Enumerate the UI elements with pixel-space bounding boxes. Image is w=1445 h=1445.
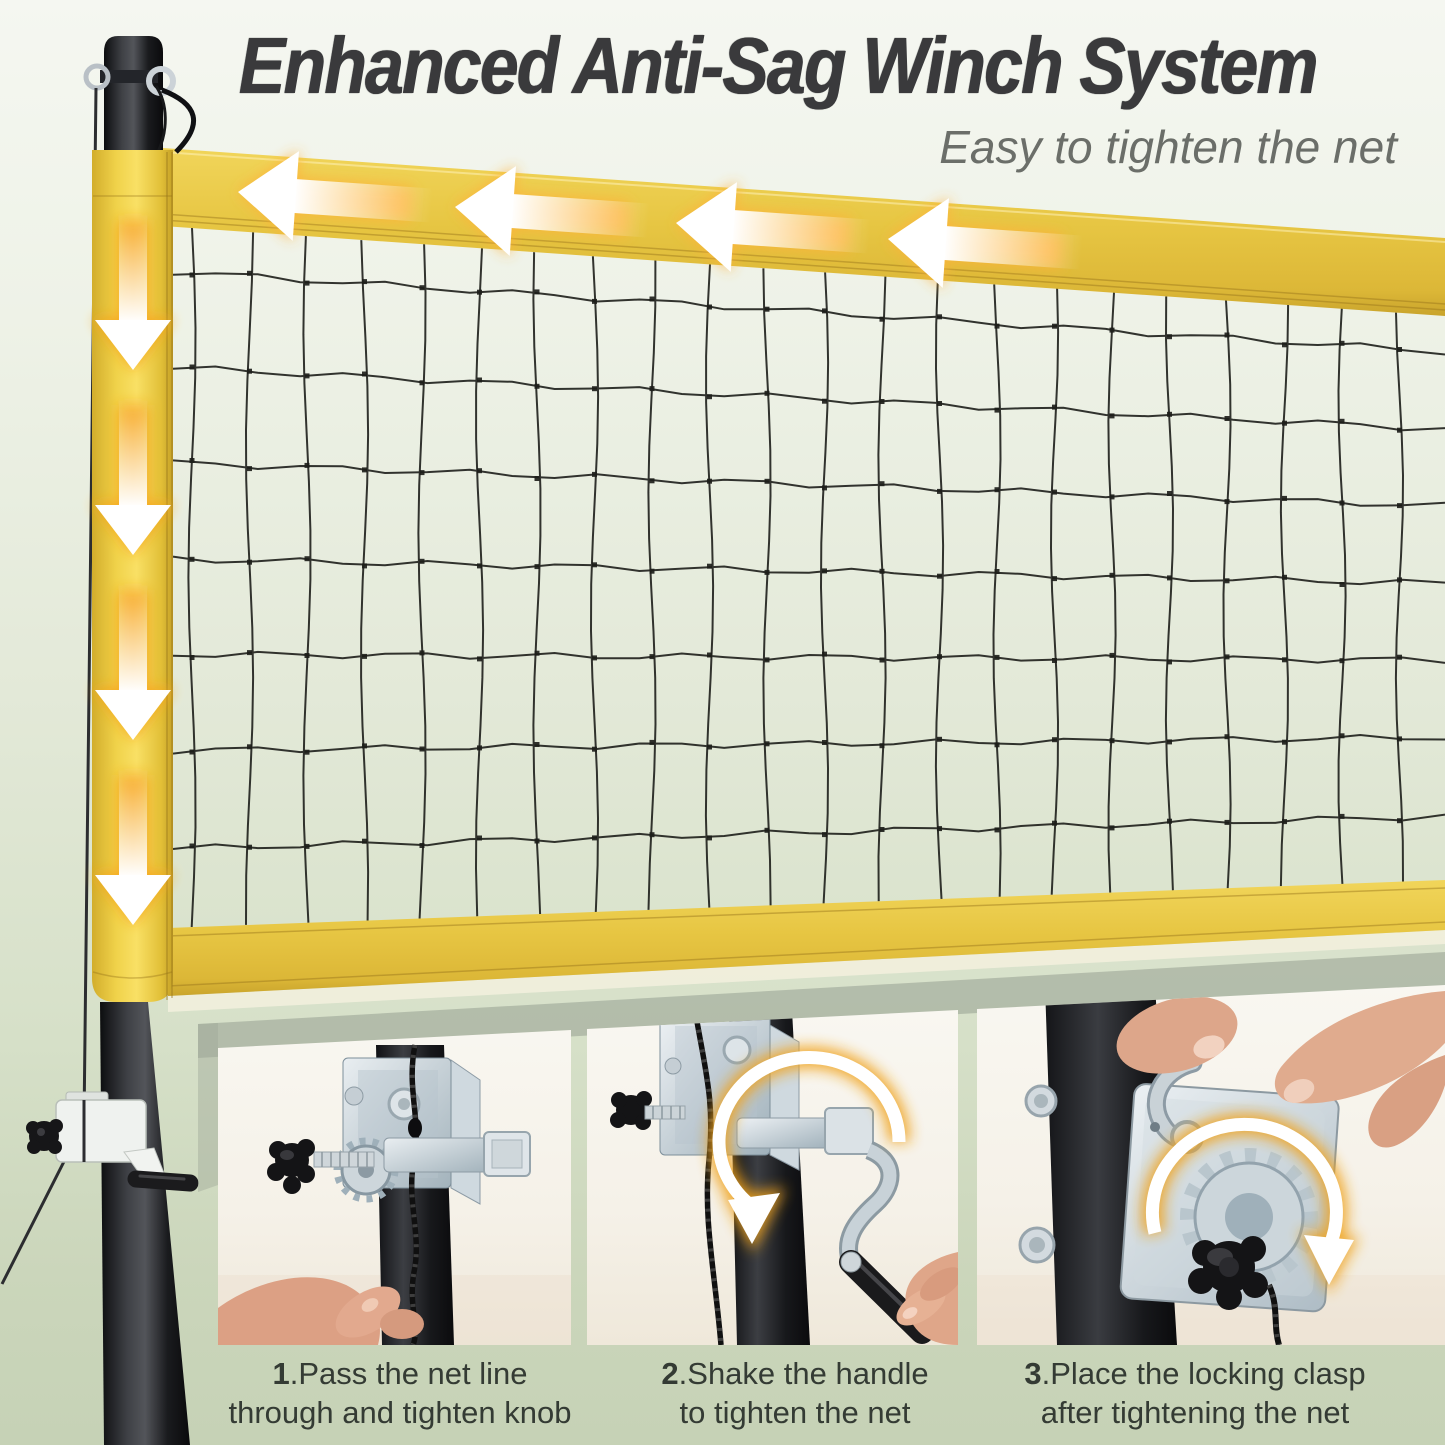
winch-crank-handle [127,1170,199,1192]
left-arrow-icon [676,182,871,272]
star-knob [610,1091,686,1130]
finger [920,1267,958,1301]
page-title: Enhanced Anti-Sag Winch System [150,22,1405,110]
small-bolt [344,1086,364,1106]
hand [1116,991,1445,1148]
star-knob [1188,1236,1268,1310]
step-number: 3 [1024,1356,1042,1391]
page-title-text: Enhanced Anti-Sag Winch System [238,21,1318,110]
thumbnail [1193,1035,1225,1059]
left-arrow-icon [888,198,1083,288]
step-photo-3 [977,985,1445,1345]
eyelet-bolt [100,70,158,83]
band-arrows [238,151,1083,288]
caption-line: after tightening the net [1040,1395,1350,1430]
photos-shadow [198,952,1445,1192]
eyelet-ring-left [83,63,111,91]
caption-line: through and tighten knob [228,1395,572,1430]
threaded-rod [644,1105,686,1120]
fingernail [902,1307,918,1319]
left-arrow-icon [238,151,433,241]
small-bolt [664,1057,682,1075]
down-arrow-icon [93,398,173,555]
rotate-arrow-icon [708,1046,911,1252]
axle-bolt [383,1131,531,1177]
caption-line: to tighten the net [679,1395,911,1430]
middle-finger [1368,1055,1445,1148]
hex-bolt [722,1035,752,1065]
net-pole-sleeve [92,150,173,1002]
step-number: 1 [272,1356,290,1391]
thumbnail [361,1298,379,1312]
step-caption-2: 2.Shake the handle to tighten the net [585,1354,1005,1432]
sleeve-arrows [93,213,173,925]
grip-bolt [840,1251,862,1273]
star-knob [267,1139,315,1194]
fingernail [1283,1079,1315,1103]
hand [896,1252,958,1345]
down-arrow-icon [93,768,173,925]
rotate-arrow-icon [1141,1113,1359,1293]
step-caption-1: 1.Pass the net line through and tighten … [190,1354,610,1432]
down-arrow-icon [93,213,173,370]
net-bottom-band [167,880,1445,1012]
down-arrow-icon [93,583,173,740]
axle-bolt [736,1107,874,1155]
winch-assembly [26,1091,199,1192]
rope-knot [408,1118,422,1138]
net-cord [161,87,197,154]
threaded-rod [313,1151,375,1168]
caption-line: 1.Pass the net line [272,1356,528,1391]
step-photo-1 [218,1030,571,1345]
hand [218,1277,424,1345]
step-number: 2 [661,1356,679,1391]
left-pole-top [83,36,197,160]
page-subtitle: Easy to tighten the net [939,121,1397,173]
winch-knob [26,1119,63,1154]
caption-line: 2.Shake the handle [661,1356,929,1391]
step-photo-2 [587,1010,958,1345]
finger [380,1309,424,1339]
mount-bolt [1018,1084,1058,1264]
net-mesh [172,227,1445,928]
step-caption-3: 3.Place the locking clasp after tighteni… [985,1354,1405,1432]
caption-line: 3.Place the locking clasp [1024,1356,1366,1391]
left-arrow-icon [455,166,650,256]
left-pole-bottom [100,1002,190,1445]
index-finger [1274,991,1445,1104]
